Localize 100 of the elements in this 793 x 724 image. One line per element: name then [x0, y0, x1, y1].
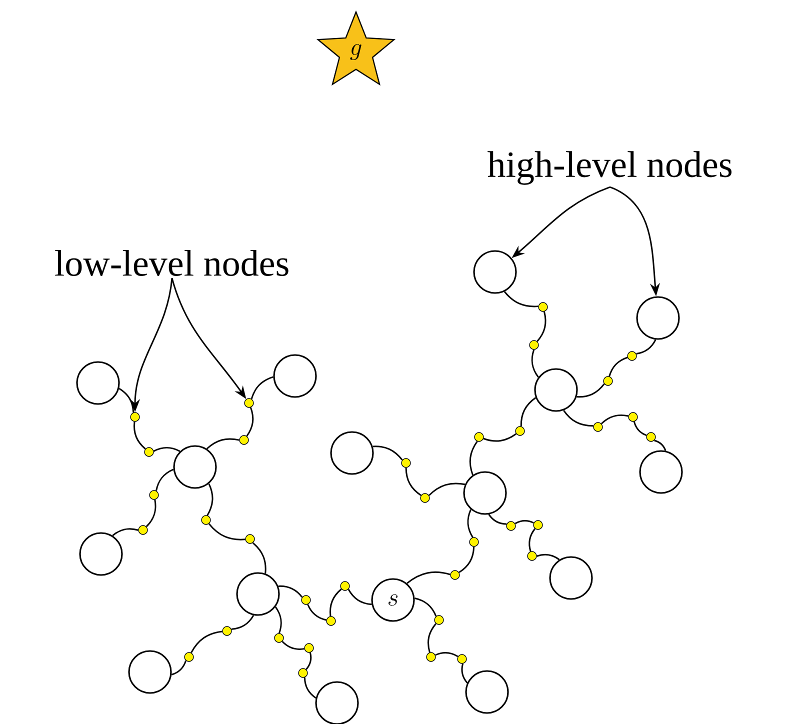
- wavy-link: [428, 623, 436, 653]
- circle-node: [636, 296, 680, 340]
- dot-node: [298, 668, 308, 678]
- dot-node: [527, 551, 537, 561]
- circle-node: [330, 431, 374, 475]
- dot-node: [184, 652, 194, 662]
- wavy-link: [528, 528, 536, 552]
- wavy-link: [536, 312, 546, 342]
- wavy-link: [206, 438, 240, 450]
- wavy-link: [118, 388, 134, 412]
- dot-node: [506, 521, 516, 531]
- dot-node: [301, 595, 311, 605]
- wavy-link: [190, 630, 222, 654]
- circle-node: [534, 368, 578, 412]
- dot-node: [450, 570, 460, 580]
- dot-node: [304, 643, 314, 653]
- wavy-link: [601, 414, 628, 424]
- wavy-link: [278, 585, 303, 598]
- wavy-link: [134, 422, 146, 450]
- circle-node: [128, 650, 172, 694]
- circle-node: [236, 572, 280, 616]
- dot-node: [533, 520, 543, 530]
- wavy-link: [252, 542, 266, 574]
- circle-node: [273, 354, 317, 398]
- dot-node: [245, 534, 255, 544]
- wavy-link: [461, 664, 468, 684]
- wavy-link: [246, 407, 254, 436]
- wavy-link: [112, 528, 138, 536]
- wavy-link: [307, 604, 326, 621]
- dot-node: [401, 458, 411, 468]
- wavy-link: [231, 614, 254, 630]
- wavy-link: [306, 652, 312, 670]
- dot-node: [434, 615, 444, 625]
- wavy-link: [171, 660, 187, 676]
- dot-node: [420, 493, 430, 503]
- circle-node: [465, 670, 509, 714]
- wavy-link: [469, 441, 478, 476]
- dot-node: [426, 652, 436, 662]
- wavy-link: [146, 500, 156, 528]
- dot-node: [138, 525, 148, 535]
- circle-node: [549, 556, 593, 600]
- wavy-link: [633, 422, 647, 436]
- dot-node: [515, 426, 525, 436]
- circle-node: $s$: [371, 578, 415, 622]
- wavy-link: [576, 384, 605, 398]
- dot-node: [144, 447, 154, 457]
- dot-node: [201, 515, 211, 525]
- wavy-link: [414, 598, 437, 616]
- dot-node: [538, 302, 548, 312]
- dot-node: [474, 432, 484, 442]
- dot-node: [340, 581, 350, 591]
- wavy-link: [406, 571, 450, 584]
- dot-node: [244, 398, 254, 408]
- wavy-link: [405, 468, 422, 496]
- wavy-link: [536, 554, 560, 560]
- dot-node: [326, 616, 336, 626]
- wavy-link: [330, 588, 342, 616]
- dot-node: [469, 537, 479, 547]
- wavy-link: [304, 678, 316, 699]
- wavy-link: [654, 440, 666, 451]
- wavy-link: [348, 589, 372, 606]
- annotation-text: low-level nodes: [55, 250, 288, 276]
- wavy-link: [488, 514, 507, 525]
- dot-node: [130, 412, 140, 422]
- wavy-link: [563, 410, 594, 427]
- wavy-link: [520, 397, 536, 426]
- wavy-link: [483, 433, 517, 442]
- dot-node: [222, 626, 232, 636]
- wavy-link: [428, 482, 466, 496]
- dot-node: [593, 422, 603, 432]
- circle-node: [639, 450, 683, 494]
- wavy-link: [467, 509, 474, 538]
- wavy-link: [156, 468, 174, 491]
- dot-node: [603, 376, 613, 386]
- dot-node: [274, 633, 284, 643]
- wavy-link: [514, 520, 534, 524]
- wavy-link: [372, 446, 403, 460]
- wavy-link: [208, 523, 246, 540]
- wavy-link: [504, 291, 538, 308]
- circle-node: [76, 361, 120, 405]
- dot-node: [457, 654, 467, 664]
- circle-node: [79, 532, 123, 576]
- dot-node: [149, 490, 159, 500]
- wavy-link: [206, 483, 214, 516]
- dot-node: [239, 435, 249, 445]
- wavy-link: [435, 652, 458, 658]
- wavy-link: [608, 356, 628, 377]
- circle-node: [173, 445, 217, 489]
- wavy-link: [274, 606, 282, 634]
- wavy-link: [250, 376, 274, 400]
- circle-node: [463, 471, 507, 515]
- wavy-link: [153, 446, 180, 452]
- dot-node: [529, 340, 539, 350]
- dot-node: [646, 432, 656, 442]
- wavy-link: [636, 339, 656, 354]
- wavy-link: [282, 640, 304, 650]
- annotation-text: high-level nodes: [488, 151, 732, 185]
- wavy-link: [531, 350, 539, 378]
- wavy-link: [458, 546, 475, 574]
- dot-node: [627, 351, 637, 361]
